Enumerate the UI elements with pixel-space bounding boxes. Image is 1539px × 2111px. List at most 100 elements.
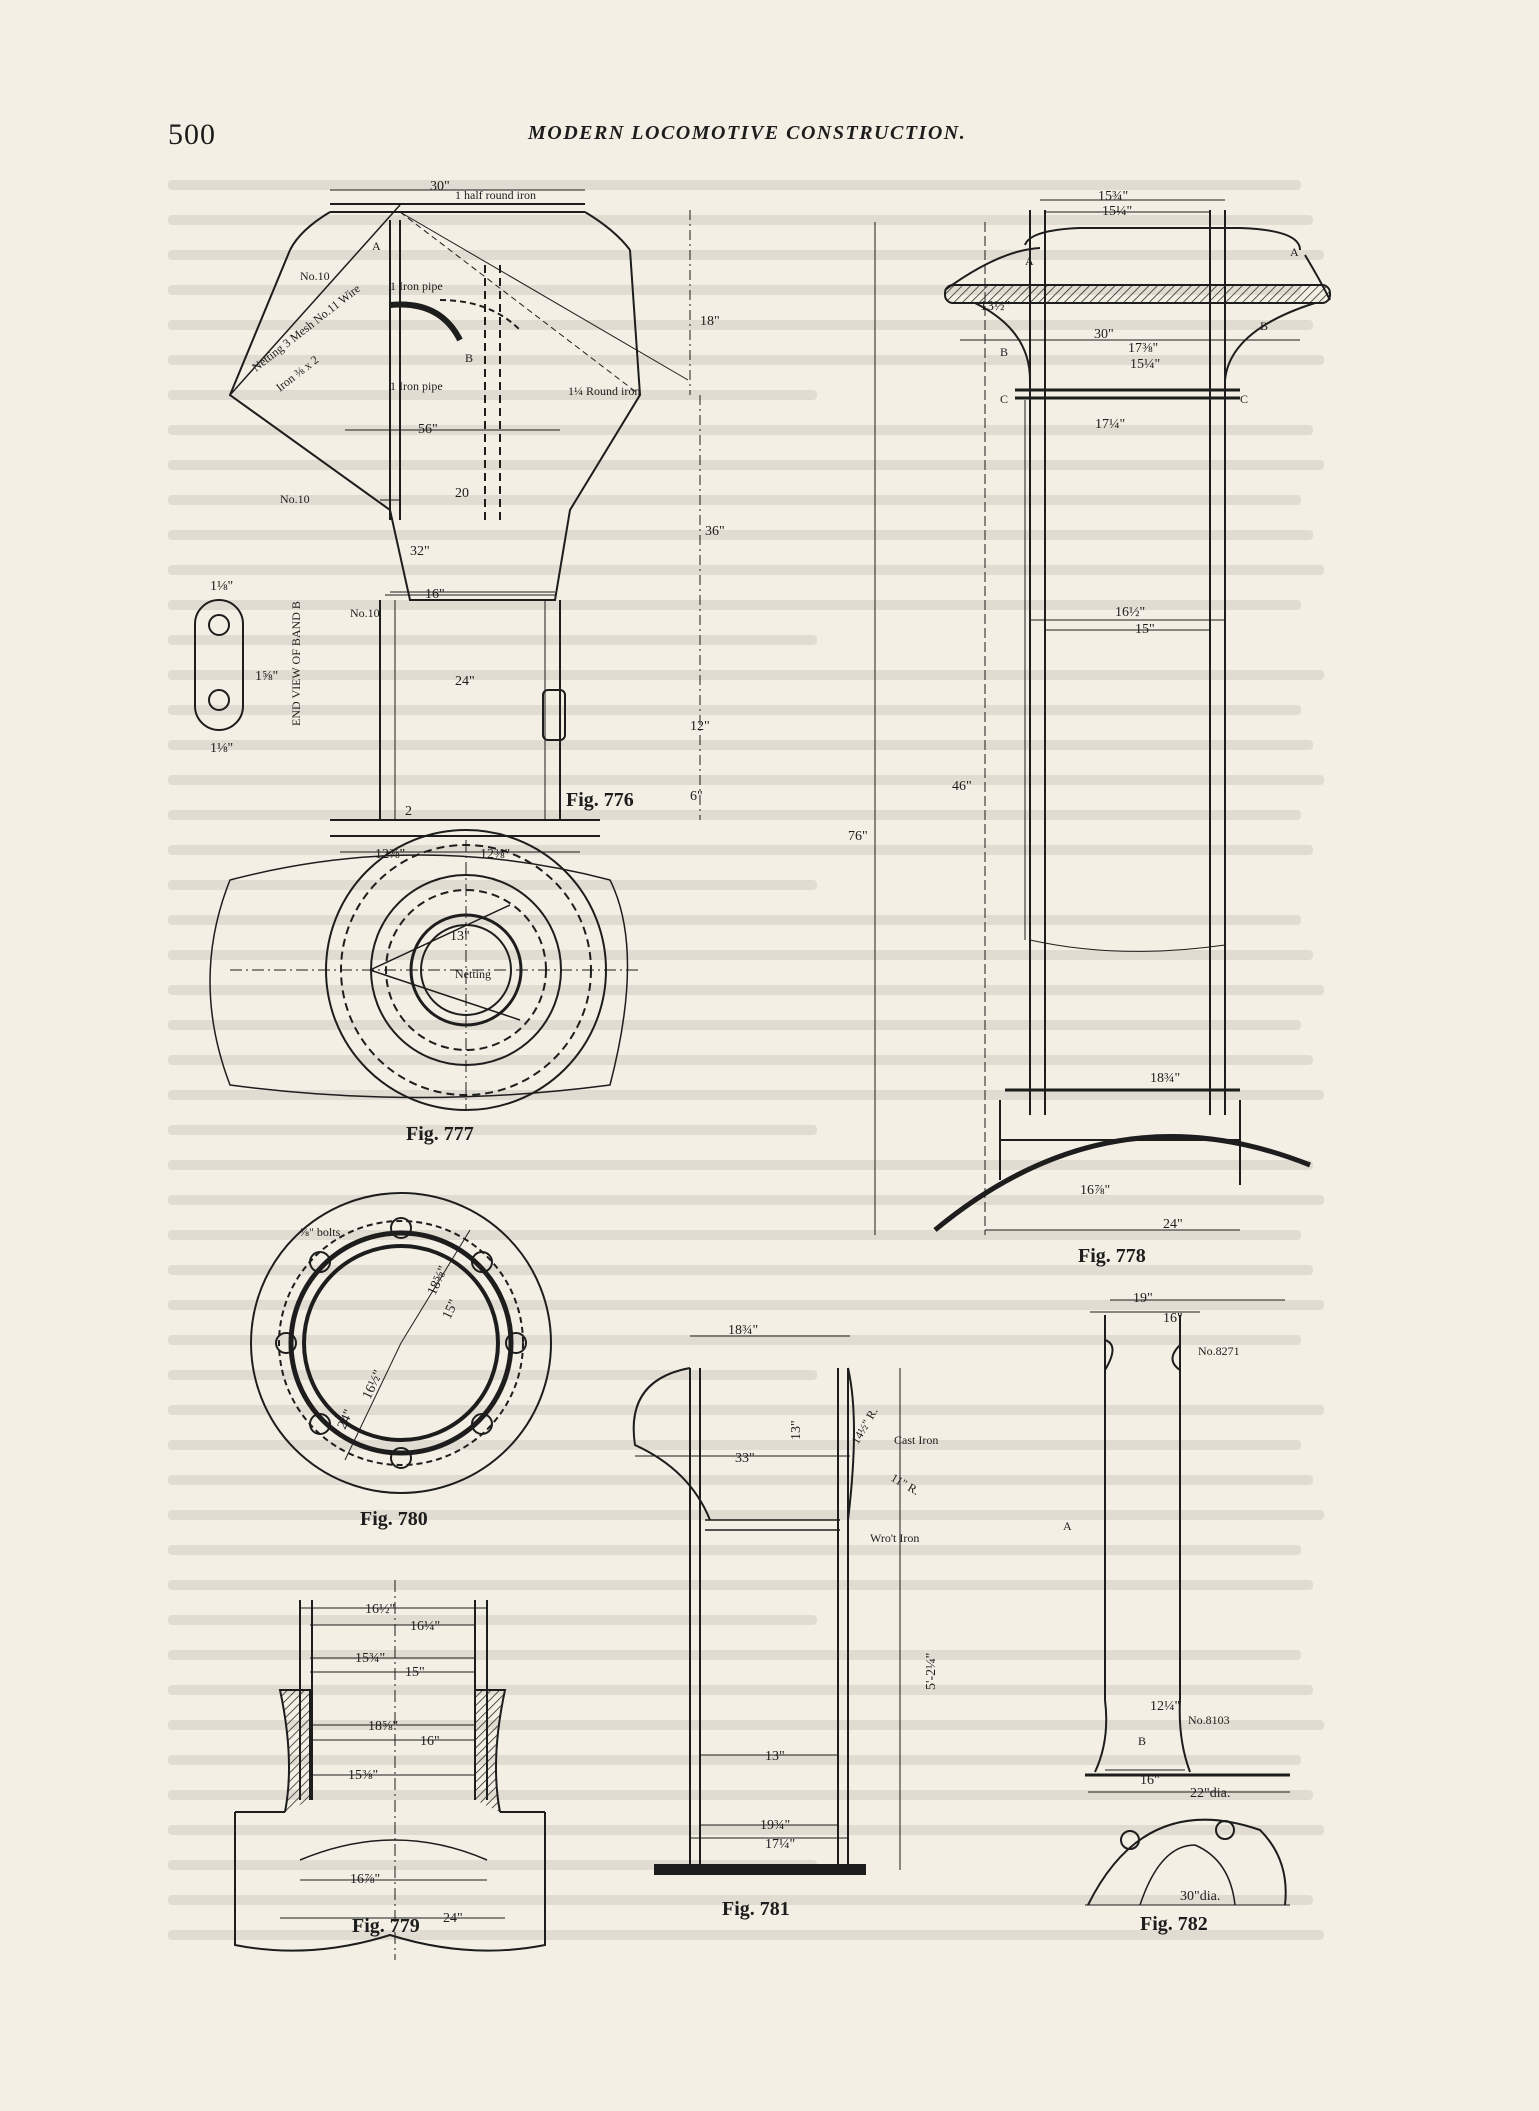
dim-780-15: 15" [440,1297,462,1321]
dim-776-24: 24" [455,674,475,689]
show-through-line [168,1440,1301,1450]
figure-781 [632,1335,901,1875]
show-through-line [168,460,1325,470]
show-through-line [168,1020,1301,1030]
dim-782-16b: 16" [1140,1773,1160,1788]
show-through-line [168,985,1325,995]
figure-776 [194,189,701,837]
dim-778-15-1: 15¼" [1102,204,1132,219]
dim-778-16b: 16⅞" [1080,1183,1110,1198]
show-through-line [168,1860,817,1870]
label-782-no2: No.8103 [1188,1713,1230,1727]
label-iron-pipe-1: 1 Iron pipe [390,279,443,293]
label-iron-pipe-2: 1 Iron pipe [390,379,443,393]
dim-776-1b: 1⅝" [255,669,278,684]
label-782-b: B [1138,1734,1146,1748]
dim-782-12: 12¼" [1150,1699,1180,1714]
caption-fig-778: Fig. 778 [1078,1245,1146,1267]
show-through-line [168,1055,1313,1065]
dim-776-30: 30" [430,179,450,194]
dim-778-15-1b: 15¼" [1130,357,1160,372]
dim-778-15: 15" [1135,622,1155,637]
dim-778-17-3: 17⅜" [1128,341,1158,356]
show-through-line [168,705,1301,715]
show-through-line [168,1405,1325,1415]
show-through-line [168,635,817,645]
label-no10-b: No.10 [280,492,310,506]
show-through-line [168,600,1301,610]
dim-778-18: 18¾" [1150,1071,1180,1086]
show-through-line [168,1125,817,1135]
figure-776-text: 30" 1 half round iron A B 1 Iron pipe 1 … [210,179,725,819]
show-through-line [168,1650,1301,1660]
label-778-b2: B [1000,345,1008,359]
show-through-line [168,1685,1313,1695]
dim-776-56: 56" [418,422,438,437]
show-through-line [168,810,1301,820]
label-780-bolts: ⅞" bolts [300,1225,341,1239]
show-through-line [168,180,1301,190]
dim-782-19: 19" [1133,1291,1153,1306]
show-through-line [168,1895,1313,1905]
dim-776-16: 16" [425,587,445,602]
show-through-line [168,1230,1301,1240]
label-no10-a: No.10 [300,269,330,283]
dim-778-15-3: 15¾" [1098,189,1128,204]
figure-779 [234,1580,546,1960]
dim-778-16: 16½" [1115,605,1145,620]
label-778-c1: C [1000,392,1008,406]
label-782-no1: No.8271 [1198,1344,1240,1358]
show-through-line [168,320,1313,330]
caption-fig-780: Fig. 780 [360,1508,428,1530]
dim-778-13: 13½" [980,299,1010,314]
show-through-line [168,495,1301,505]
dim-781-13: 13" [789,1420,804,1440]
dim-777-13: 13" [450,929,470,944]
dim-781-13b: 13" [765,1749,785,1764]
dim-776-36: 36" [705,524,725,539]
dim-779-18: 18⅝" [368,1719,398,1734]
show-through-line [168,1825,1325,1835]
dim-781-19: 19¾" [760,1818,790,1833]
figure-782-text: 19" 16" No.8271 A 12¼" No.8103 B 16" 22"… [1063,1291,1240,1935]
dim-781-17: 17¼" [765,1837,795,1852]
dim-777-right: 12⅜" [480,847,510,862]
show-through-text [168,180,1348,1940]
dim-779-16-2: 16¼" [410,1619,440,1634]
show-through-line [168,1545,1301,1555]
show-through-line [168,250,1325,260]
caption-fig-782: Fig. 782 [1140,1913,1208,1935]
dim-779-16: 16" [420,1734,440,1749]
show-through-line [168,740,1313,750]
label-no10-c: No.10 [350,606,380,620]
show-through-line [168,1580,1313,1590]
show-through-line [168,1790,1313,1800]
dim-782-16: 16" [1163,1311,1183,1326]
dim-781-5: 5'-2¼" [924,1653,939,1690]
show-through-line [168,390,817,400]
page-header: 500 MODERN LOCOMOTIVE CONSTRUCTION. [168,118,1348,158]
label-wrot-iron: Wro't Iron [870,1531,919,1545]
show-through-line [168,950,1313,960]
show-through-line [168,1475,1313,1485]
show-through-line [168,1160,1313,1170]
caption-fig-779: Fig. 779 [352,1915,420,1937]
show-through-line [168,1615,817,1625]
show-through-line [168,880,817,890]
figure-779-text: 16½" 16¼" 15¾" 15" 18⅝" 16" 15⅜" 16⅞" 24… [348,1602,463,1937]
label-cast-iron: Cast Iron [894,1433,938,1447]
show-through-line [168,1335,1301,1345]
show-through-line [168,1510,1325,1520]
show-through-line [168,285,1301,295]
label-777-netting: Netting [455,967,491,981]
dim-780-16: 16½" [360,1368,386,1402]
show-through-line [168,215,1313,225]
label-point-a: A [372,239,381,253]
label-iron-bar: Iron ⅜ x 2 [273,353,321,395]
dim-776-12: 12" [690,719,710,734]
label-half-round: 1 half round iron [455,188,536,202]
dim-779-16-3: 16⅞" [350,1872,380,1887]
caption-fig-776: Fig. 776 [566,789,634,811]
page-number: 500 [168,118,216,151]
